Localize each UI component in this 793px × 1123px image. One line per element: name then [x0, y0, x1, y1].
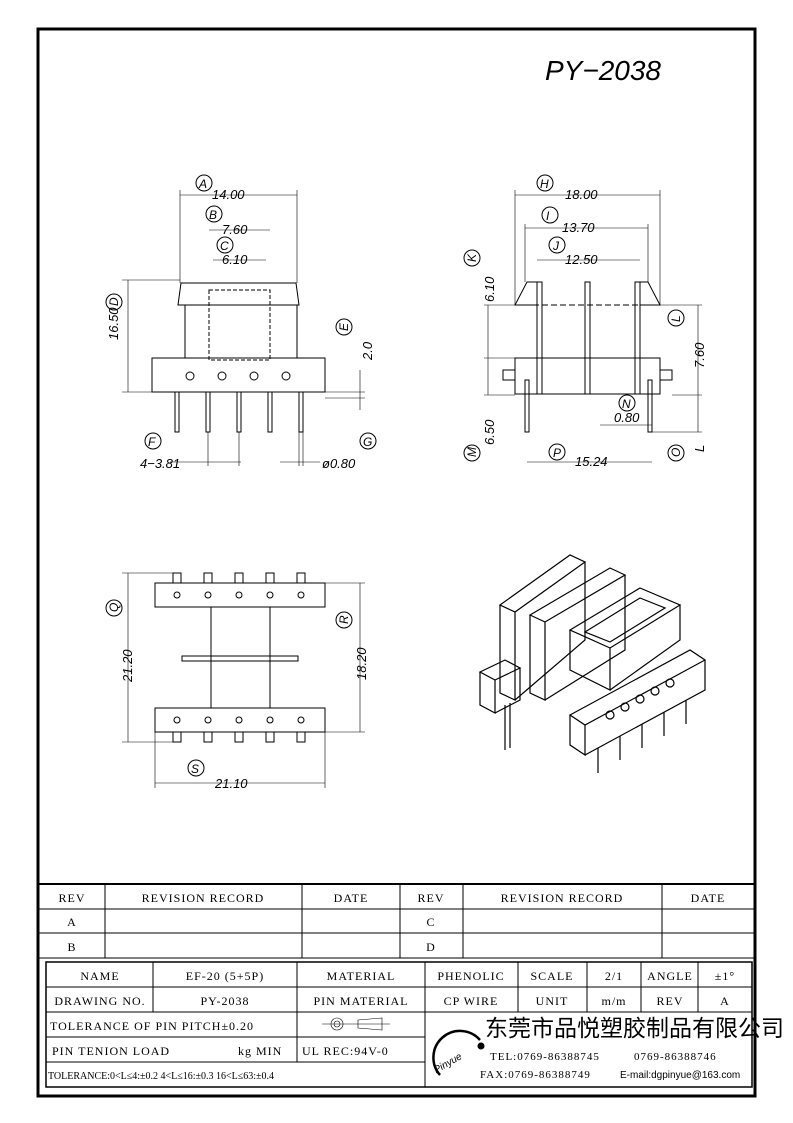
- revision-table: [38, 883, 755, 959]
- dim-N-value: 0.80: [614, 410, 640, 425]
- label-O: O: [669, 448, 683, 457]
- label-Q: Q: [107, 603, 121, 612]
- unit-label: UNIT: [536, 994, 569, 1008]
- dim-K-value: 6.10: [482, 276, 497, 302]
- revision-record-header-2: REVISION RECORD: [501, 891, 624, 905]
- fax: FAX:0769-86388749: [480, 1069, 591, 1081]
- dim-C-value: 6.10: [222, 252, 248, 267]
- logo-text: Pinyue: [432, 1051, 464, 1076]
- label-J: J: [552, 239, 560, 253]
- dim-A-value: 14.00: [212, 187, 245, 202]
- isometric-view: [478, 554, 707, 773]
- tolerance-note: TOLERANCE:0<L≤4:±0.2 4<L≤16:±0.3 16<L≤63…: [48, 1071, 274, 1082]
- pin-tension-unit: kg MIN: [238, 1044, 282, 1058]
- rev-header: REV: [59, 891, 86, 905]
- label-K: K: [465, 253, 479, 262]
- label-C: C: [220, 239, 229, 253]
- drawing-no-label: DRAWING NO.: [54, 994, 145, 1008]
- label-R: R: [337, 615, 351, 624]
- rev-a: A: [67, 915, 77, 929]
- scale-label: SCALE: [530, 969, 573, 983]
- pin-pitch-tolerance: TOLERANCE OF PIN PITCH±0.20: [50, 1019, 254, 1033]
- dim-L-value: 7.60: [692, 342, 707, 368]
- drawing-no-value: PY-2038: [200, 994, 249, 1008]
- label-A: A: [198, 177, 207, 191]
- date-header-2: DATE: [691, 891, 726, 905]
- rev-d: D: [426, 940, 436, 954]
- angle-value: ±1°: [715, 969, 735, 983]
- label-S: S: [191, 762, 199, 776]
- dim-J-value: 12.50: [565, 252, 598, 267]
- label-B: B: [209, 208, 217, 222]
- front-view: A 14.00 B 7.60 C 6.10 16.50 D E 2.0 F 4−…: [105, 174, 377, 471]
- material-value: PHENOLIC: [437, 969, 504, 983]
- label-F: F: [148, 435, 156, 449]
- dim-G-value: ø0.80: [322, 456, 356, 471]
- label-E: E: [337, 322, 351, 331]
- scale-value: 2/1: [605, 969, 623, 983]
- pin-material-value: CP WIRE: [444, 994, 499, 1008]
- label-H: H: [540, 177, 549, 191]
- ul-rec: UL REC:94V-0: [302, 1044, 389, 1058]
- title-block: [45, 961, 753, 1088]
- company-name: 东莞市品悦塑胶制品有限公司: [485, 1015, 784, 1041]
- part-name: EF-20 (5+5P): [186, 969, 264, 983]
- dim-S-value: 21.10: [214, 776, 248, 791]
- dim-D-value: 16.50: [106, 307, 121, 340]
- pinyue-logo-swoosh: [432, 1029, 481, 1076]
- label-G: G: [363, 435, 372, 449]
- dim-I-value: 13.70: [562, 220, 595, 235]
- email: E-mail:dgpinyue@163.com: [620, 1070, 740, 1081]
- dim-P-value: 15.24: [575, 454, 608, 469]
- dim-O-value: L: [692, 445, 707, 452]
- pin-material-label: PIN MATERIAL: [314, 994, 409, 1008]
- date-header: DATE: [334, 891, 369, 905]
- label-N: N: [622, 397, 631, 411]
- label-D: D: [107, 297, 121, 306]
- sheet-frame: [36, 27, 757, 1098]
- dim-H-value: 18.00: [565, 187, 598, 202]
- dim-R-value: 18.20: [354, 647, 369, 680]
- label-I: I: [546, 209, 550, 223]
- drawing-title: PY−2038: [545, 55, 661, 86]
- revision-record-header: REVISION RECORD: [142, 891, 265, 905]
- material-label: MATERIAL: [327, 969, 396, 983]
- bottom-view: Q 21.20 R 18.20 S 21.10: [105, 572, 369, 791]
- dim-M-value: 6.50: [482, 419, 497, 445]
- rev-c: C: [426, 915, 435, 929]
- label-M: M: [465, 447, 479, 457]
- dim-Q-value: 21.20: [120, 649, 135, 683]
- dim-E-value: 2.0: [360, 341, 375, 361]
- name-label: NAME: [80, 969, 119, 983]
- rev-header-2: REV: [418, 891, 445, 905]
- rev-b: B: [67, 940, 76, 954]
- angle-label: ANGLE: [647, 969, 693, 983]
- pin-tension-label: PIN TENION LOAD: [52, 1044, 170, 1058]
- side-view: H 18.00 I 13.70 J 12.50 K 6.10 L 7.60 M …: [463, 174, 707, 469]
- tel-2: 0769-86388746: [634, 1051, 717, 1063]
- label-L: L: [669, 315, 683, 322]
- dim-F-value: 4−3.81: [140, 456, 180, 471]
- dim-B-value: 7.60: [222, 222, 248, 237]
- unit-value: m/m: [601, 994, 626, 1008]
- rev-label: REV: [657, 994, 684, 1008]
- label-P: P: [553, 446, 561, 460]
- rev-value: A: [720, 994, 730, 1008]
- tel: TEL:0769-86388745: [490, 1051, 600, 1063]
